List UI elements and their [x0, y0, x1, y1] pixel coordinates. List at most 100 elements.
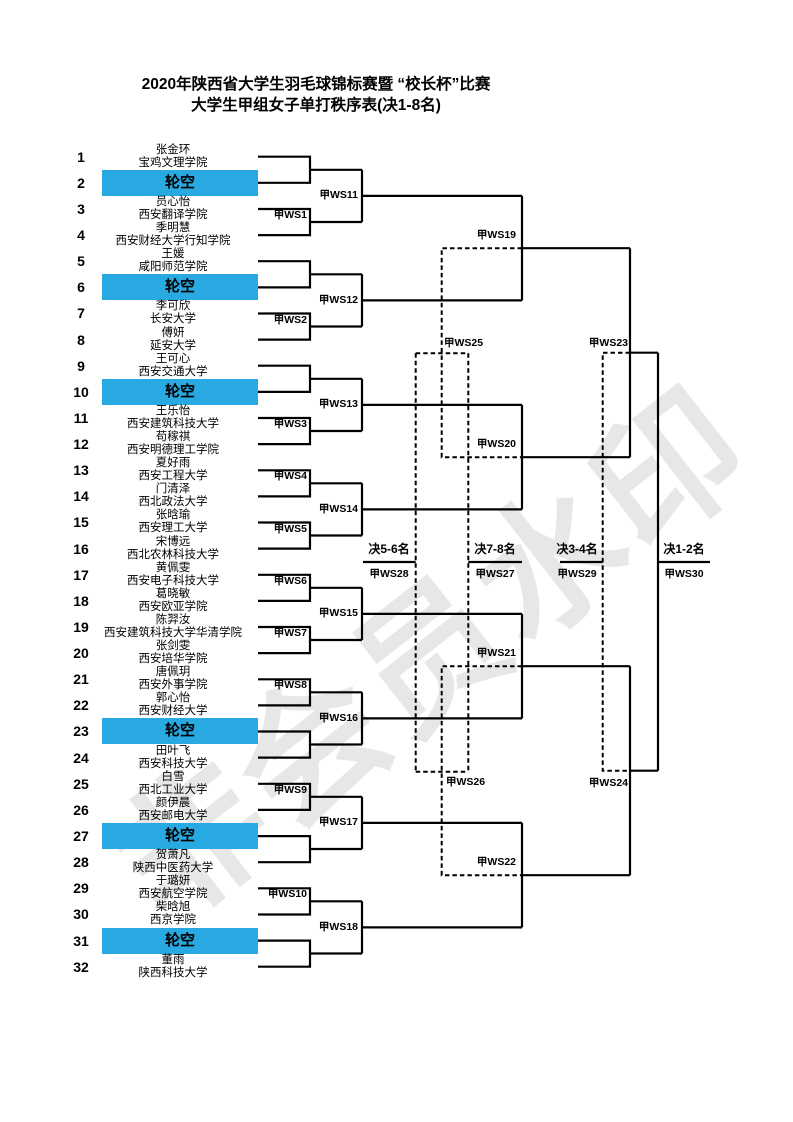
- player-school: 西安翻译学院: [138, 208, 208, 221]
- seed-number: 27: [73, 827, 89, 844]
- bye-bar: 轮空: [102, 378, 258, 405]
- match-label-ws1: 甲WS1: [273, 209, 307, 221]
- final-7-8-match: 甲WS27: [475, 568, 515, 580]
- bracket-entry: 16 宋博远 西北农林科技大学: [0, 536, 280, 562]
- bracket-entry: 18 葛晓敏 西安欧亚学院: [0, 588, 280, 614]
- match-label-ws3: 甲WS3: [273, 418, 307, 430]
- seed-number: 18: [73, 592, 89, 609]
- bye-bar: 轮空: [102, 169, 258, 196]
- player-name: 柴晗旭: [155, 901, 191, 914]
- seed-number: 3: [77, 200, 85, 217]
- match-label-ws19: 甲WS19: [476, 229, 516, 242]
- player-block: 柴晗旭 西京学院: [93, 901, 253, 927]
- match-label-ws25: 甲WS25: [444, 337, 484, 349]
- seed-number: 4: [77, 226, 85, 243]
- player-school: 延安大学: [150, 339, 196, 352]
- seed-number: 19: [73, 618, 89, 635]
- seed-number: 25: [73, 775, 89, 792]
- player-block: 李可欣 长安大学: [93, 300, 253, 326]
- player-block: 葛晓敏 西安欧亚学院: [93, 588, 253, 614]
- page-title-line2: 大学生甲组女子单打秩序表(决1-8名): [191, 97, 441, 114]
- bracket-entry: 27 轮空: [0, 822, 280, 849]
- player-school: 西安交通大学: [138, 365, 208, 378]
- match-label-ws16: 甲WS16: [318, 711, 358, 724]
- player-name: 葛晓敏: [155, 587, 191, 600]
- player-school: 西安建筑科技大学: [127, 417, 219, 430]
- player-block: 张晗瑜 西安理工大学: [93, 509, 253, 535]
- final-3-4-match: 甲WS29: [557, 568, 597, 580]
- match-label-ws7: 甲WS7: [273, 627, 307, 639]
- player-school: 宝鸡文理学院: [138, 156, 208, 169]
- bracket-entry: 17 黄佩雯 西安电子科技大学: [0, 562, 280, 588]
- seed-number: 5: [77, 253, 85, 270]
- final-7-8-title: 决7-8名: [474, 542, 516, 556]
- match-label-ws13: 甲WS13: [318, 398, 358, 411]
- bye-bar: 轮空: [102, 927, 258, 954]
- bye-bar: 轮空: [102, 718, 258, 745]
- seed-number: 17: [73, 566, 89, 583]
- bracket-entry: 7 李可欣 长安大学: [0, 300, 280, 326]
- player-school: 西安财经大学: [138, 705, 208, 718]
- bracket-lines-dashed: [414, 247, 630, 877]
- player-block: 于璐妍 西安航空学院: [93, 875, 253, 901]
- seed-number: 2: [77, 174, 85, 191]
- bracket-entry: 24 田叶飞 西安科技大学: [0, 745, 280, 771]
- player-school: 西北工业大学: [138, 783, 208, 796]
- match-label-ws6: 甲WS6: [273, 574, 307, 587]
- player-block: 唐佩玥 西安外事学院: [93, 666, 253, 692]
- match-label-ws15: 甲WS15: [318, 607, 358, 620]
- seed-number: 32: [73, 958, 89, 975]
- player-block: 王乐怡 西安建筑科技大学: [93, 405, 253, 431]
- player-block: 贺萧凡 陕西中医药大学: [93, 849, 253, 875]
- match-label-ws17: 甲WS17: [318, 816, 358, 829]
- match-label-ws23: 甲WS23: [588, 336, 628, 349]
- bracket-entry: 25 白雪 西北工业大学: [0, 771, 280, 797]
- player-name: 宋博远: [155, 535, 191, 548]
- player-block: 陈羿汝 西安建筑科技大学华清学院: [93, 614, 253, 640]
- player-name: 白雪: [161, 770, 185, 783]
- player-name: 贺萧凡: [155, 849, 191, 862]
- player-name: 王可心: [155, 352, 191, 365]
- player-school: 西安工程大学: [138, 470, 208, 483]
- bracket-entry: 29 于璐妍 西安航空学院: [0, 875, 280, 901]
- player-block: 宋博远 西北农林科技大学: [93, 536, 253, 562]
- bracket-entry: 20 张剑雯 西安培华学院: [0, 640, 280, 666]
- player-school: 西安明德理工学院: [127, 444, 219, 457]
- player-name: 李可欣: [155, 300, 191, 313]
- player-block: 苟稼祺 西安明德理工学院: [93, 431, 253, 457]
- match-label-ws22: 甲WS22: [476, 856, 516, 869]
- seed-number: 20: [73, 645, 89, 662]
- bracket-entry: 6 轮空: [0, 274, 280, 301]
- bracket-entry: 11 王乐怡 西安建筑科技大学: [0, 405, 280, 431]
- player-name: 黄佩雯: [155, 561, 191, 574]
- bracket-entry: 30 柴晗旭 西京学院: [0, 901, 280, 927]
- bye-bar: 轮空: [102, 822, 258, 849]
- match-label-ws2: 甲WS2: [273, 313, 307, 326]
- seed-number: 24: [73, 749, 89, 766]
- match-label-ws12: 甲WS12: [318, 293, 358, 306]
- bracket-entry: 22 郭心怡 西安财经大学: [0, 692, 280, 718]
- player-block: 员心怡 西安翻译学院: [93, 196, 253, 222]
- bracket-entry: 1 张金环 宝鸡文理学院: [0, 144, 280, 170]
- player-block: 门清泽 西北政法大学: [93, 483, 253, 509]
- seed-number: 21: [73, 671, 89, 688]
- player-school: 陕西中医药大学: [132, 862, 214, 875]
- player-school: 西安财经大学行知学院: [115, 234, 231, 247]
- player-name: 田叶飞: [155, 744, 191, 757]
- bracket-entry: 28 贺萧凡 陕西中医药大学: [0, 849, 280, 875]
- player-school: 长安大学: [150, 313, 196, 326]
- bracket-entry: 32 董雨 陕西科技大学: [0, 954, 280, 980]
- seed-number: 6: [77, 279, 85, 296]
- match-label-ws11: 甲WS11: [319, 189, 358, 202]
- player-school: 西京学院: [150, 914, 196, 927]
- player-school: 西安邮电大学: [138, 809, 208, 822]
- bracket-lines-solid: [258, 155, 710, 968]
- final-3-4-title: 决3-4名: [556, 542, 598, 556]
- seed-number: 11: [73, 409, 89, 426]
- seed-number: 31: [73, 932, 89, 949]
- bracket-entry: 26 颜伊晨 西安邮电大学: [0, 797, 280, 823]
- player-name: 颜伊晨: [155, 796, 191, 809]
- final-5-6-title: 决5-6名: [368, 542, 410, 556]
- player-block: 王媛 咸阳师范学院: [93, 248, 253, 274]
